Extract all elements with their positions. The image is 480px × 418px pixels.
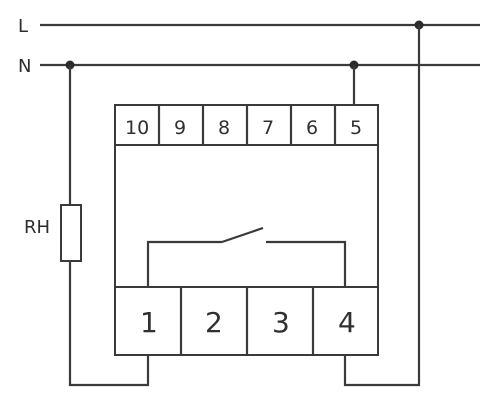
- terminal-4: 4: [338, 306, 356, 339]
- terminal-1: 1: [140, 306, 158, 339]
- terminal-4-to-l-wire: [343, 25, 421, 387]
- internal-contact-switch: [221, 226, 264, 244]
- load-return-wire: [68, 261, 150, 387]
- terminal-10: 10: [125, 117, 149, 139]
- terminal-5: 5: [350, 117, 362, 139]
- line-l-label: L: [18, 16, 28, 37]
- terminal-6: 6: [306, 117, 318, 139]
- terminal-7: 7: [262, 117, 274, 139]
- load-label: RH: [24, 217, 50, 238]
- internal-contact-right: [266, 240, 347, 287]
- line-n-label: N: [18, 56, 31, 77]
- terminal-9: 9: [174, 117, 186, 139]
- internal-contact-left: [146, 240, 222, 287]
- load-resistor-icon: [60, 204, 82, 262]
- terminal-2: 2: [205, 306, 223, 339]
- terminal-3: 3: [272, 306, 290, 339]
- terminal-8: 8: [218, 117, 230, 139]
